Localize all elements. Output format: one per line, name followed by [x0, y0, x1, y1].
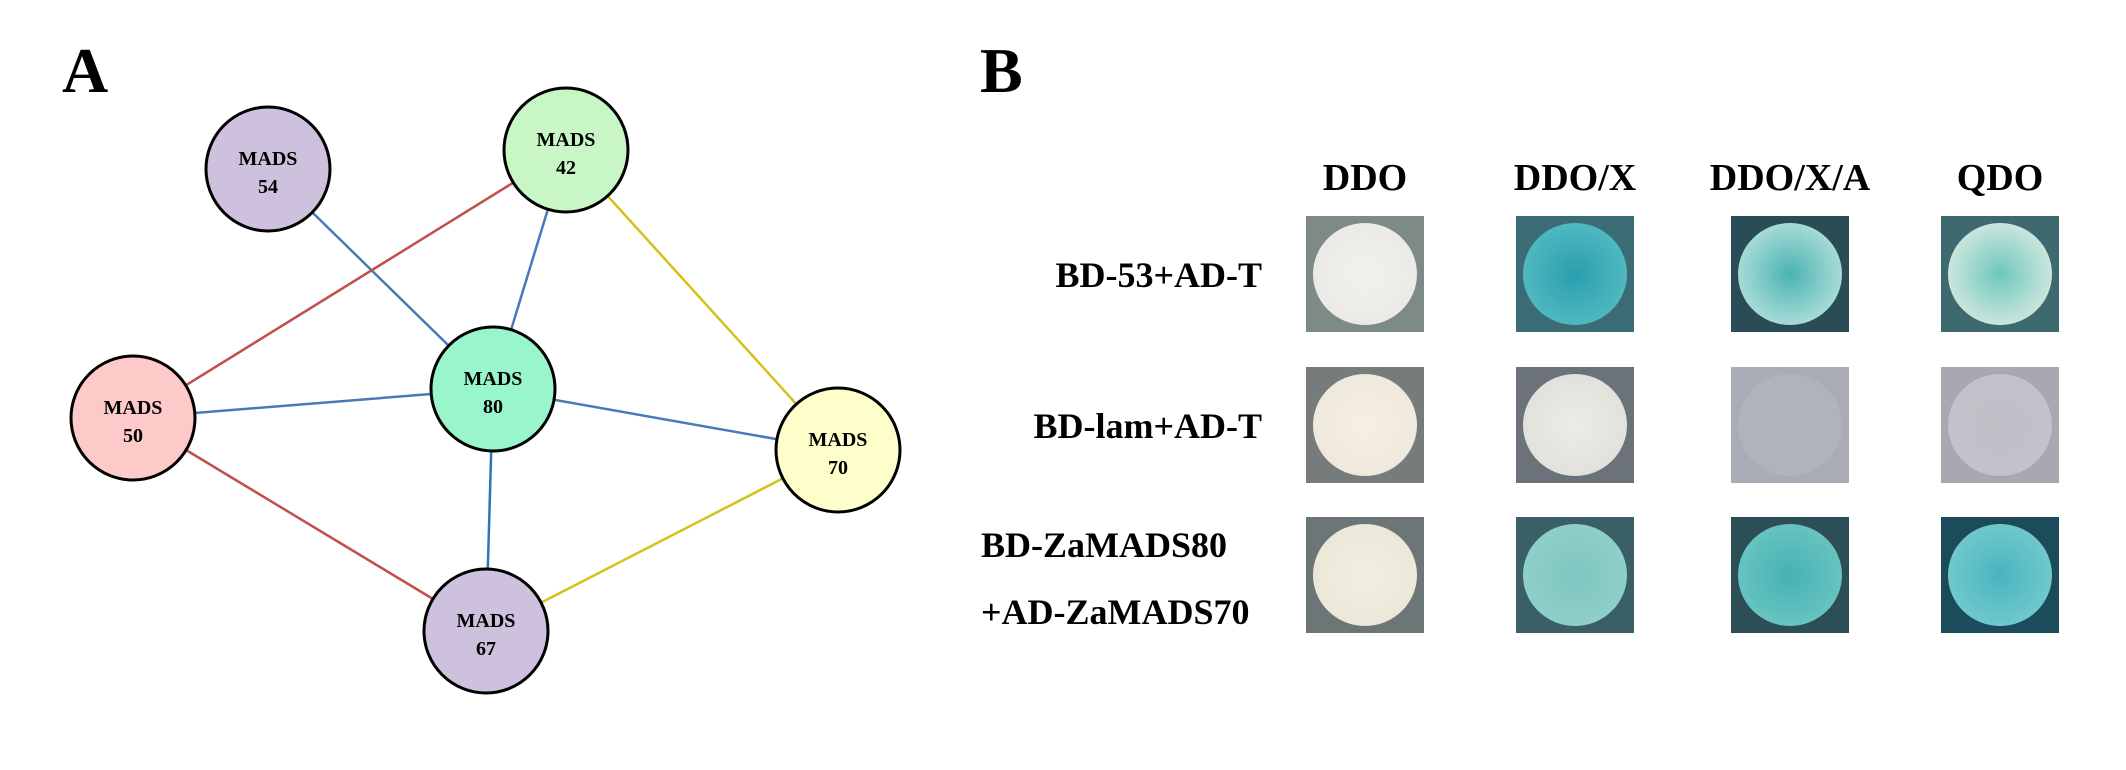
node-m50: MADS 50	[69, 354, 197, 482]
edge-m42-m70	[565, 149, 839, 451]
node-label-line1: MADS	[809, 429, 868, 451]
node-label-line2: 67	[476, 638, 496, 660]
node-m54: MADS 54	[204, 105, 332, 233]
colony-cell	[1516, 216, 1634, 332]
yeast-colony	[1738, 524, 1842, 626]
colony-cell	[1941, 517, 2059, 633]
colony-cell	[1306, 367, 1424, 483]
colony-cell	[1731, 517, 1849, 633]
colony-cell	[1941, 216, 2059, 332]
colony-cell	[1306, 517, 1424, 633]
column-header: DDO/X/A	[1710, 157, 1871, 199]
row-label: +AD-ZaMADS70	[981, 592, 1250, 632]
colony-cell	[1306, 216, 1424, 332]
node-circle	[69, 354, 197, 482]
row-label: BD-ZaMADS80	[981, 525, 1227, 565]
colony-cell	[1731, 367, 1849, 483]
yeast-colony	[1738, 374, 1842, 476]
edge-m42-m50	[132, 148, 567, 420]
node-label-line1: MADS	[464, 368, 523, 390]
node-circle	[429, 325, 557, 453]
panel-a-letter: A	[62, 35, 108, 106]
node-circle	[774, 386, 902, 514]
yeast-colony	[1948, 223, 2052, 325]
row-label: BD-53+AD-T	[1055, 255, 1262, 295]
yeast-colony	[1523, 524, 1627, 626]
yeast-colony	[1523, 374, 1627, 476]
colony-cell	[1941, 367, 2059, 483]
yeast-colony	[1313, 374, 1417, 476]
panel-b-letter: B	[980, 35, 1023, 106]
node-label-line2: 50	[123, 425, 143, 447]
node-m80: MADS 80	[429, 325, 557, 453]
node-label-line1: MADS	[104, 397, 163, 419]
row-labels: BD-53+AD-T BD-lam+AD-T BD-ZaMADS80 +AD-ZaMA…	[981, 255, 1262, 632]
node-label-line2: 54	[258, 176, 278, 198]
edge-m50-m67	[132, 416, 487, 633]
node-label-line1: MADS	[457, 610, 516, 632]
edge-m67-m70	[485, 448, 839, 633]
panel-b-yeast-assay: B DDO DDO/X DDO/X/A QDO BD-53+AD-T BD-lam+AD…	[980, 35, 2059, 633]
yeast-colony	[1738, 223, 1842, 325]
column-header: QDO	[1957, 157, 2044, 199]
node-m70: MADS 70	[774, 386, 902, 514]
column-header: DDO	[1323, 157, 1407, 199]
node-label-line2: 42	[556, 157, 576, 179]
yeast-colony	[1313, 223, 1417, 325]
node-m42: MADS 42	[502, 86, 630, 214]
node-label-line1: MADS	[537, 129, 596, 151]
colony-cell	[1731, 216, 1849, 332]
column-header: DDO/X	[1514, 157, 1636, 199]
colony-cell	[1516, 517, 1634, 633]
node-label-line2: 80	[483, 396, 503, 418]
node-m67: MADS 67	[422, 567, 550, 695]
colony-cell	[1516, 367, 1634, 483]
node-label-line2: 70	[828, 457, 848, 479]
yeast-colony	[1313, 524, 1417, 626]
node-circle	[204, 105, 332, 233]
yeast-colony	[1523, 223, 1627, 325]
colony-grid	[1306, 216, 2059, 633]
yeast-colony	[1948, 374, 2052, 476]
node-label-line1: MADS	[239, 148, 298, 170]
row-label: BD-lam+AD-T	[1034, 406, 1263, 446]
node-circle	[422, 567, 550, 695]
yeast-colony	[1948, 524, 2052, 626]
column-headers: DDO DDO/X DDO/X/A QDO	[1323, 157, 2044, 199]
node-circle	[502, 86, 630, 214]
